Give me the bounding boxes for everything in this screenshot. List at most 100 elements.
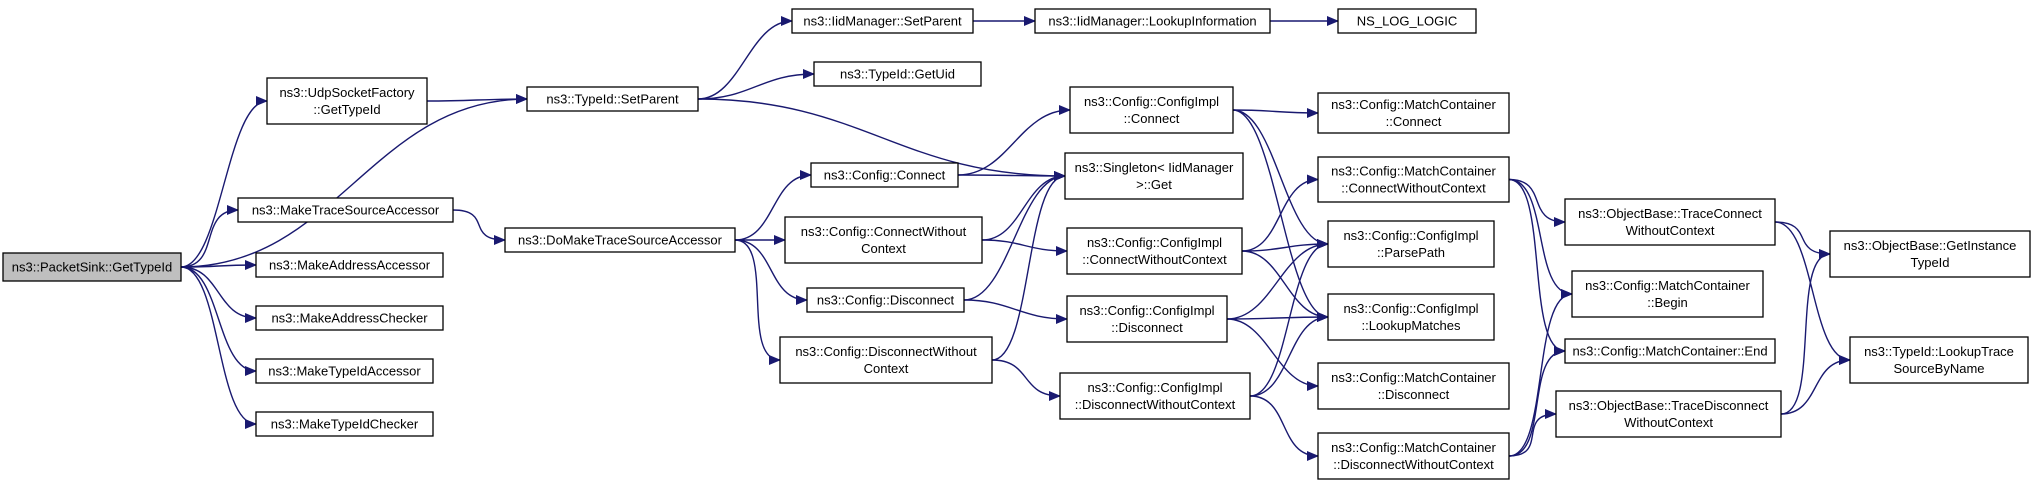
node-impldiscwo[interactable]: ns3::Config::ConfigImpl::DisconnectWitho… (1059, 372, 1251, 420)
edge-domktsa-to-cfgdiscwo (734, 239, 781, 365)
edge-impldisc-to-parsepath (1226, 239, 1329, 320)
node-label: ns3::Config::MatchContainer (1331, 164, 1496, 179)
node-singleton[interactable]: ns3::Singleton< IidManager>::Get (1064, 152, 1244, 200)
edge-mktsa-to-domktsa (452, 209, 506, 245)
edge-mcdiscwo-to-obtdwo (1508, 409, 1557, 457)
node-mcdisc[interactable]: ns3::Config::MatchContainer::Disconnect (1317, 362, 1510, 410)
node-label: SourceByName (1893, 361, 1984, 376)
edge-root-to-setparent (180, 94, 528, 268)
node-label: ns3::Singleton< IidManager (1075, 160, 1234, 175)
node-label: ns3::MakeTypeIdChecker (271, 417, 419, 432)
node-setparent[interactable]: ns3::TypeId::SetParent (526, 86, 699, 112)
edge-root-to-mktidchk (180, 266, 257, 429)
edge-root-to-mktidacc (180, 266, 257, 376)
edge-impldisc-to-lookupmatches (1226, 312, 1329, 323)
node-mktsa[interactable]: ns3::MakeTraceSourceAccessor (237, 197, 454, 223)
node-label: ns3::Config::Connect (824, 168, 946, 183)
node-iidsetparent[interactable]: ns3::IidManager::SetParent (791, 8, 974, 34)
node-cfgconnect[interactable]: ns3::Config::Connect (810, 162, 959, 188)
node-label: ::Begin (1647, 295, 1687, 310)
node-cfgconnwo[interactable]: ns3::Config::ConnectWithoutContext (784, 216, 983, 264)
node-label: ns3::PacketSink::GetTypeId (12, 260, 172, 275)
edge-cfgconnwo-to-singleton (981, 171, 1066, 241)
edge-mcconnwo-to-mcbegin (1508, 178, 1573, 299)
node-obtcwo[interactable]: ns3::ObjectBase::TraceConnectWithoutCont… (1564, 198, 1776, 246)
node-label: ::LookupMatches (1361, 318, 1461, 333)
node-label: ::Disconnect (1111, 320, 1183, 335)
edge-root-to-mkaddracc (180, 260, 257, 271)
node-domktsa[interactable]: ns3::DoMakeTraceSourceAccessor (504, 227, 736, 253)
node-label: ns3::MakeAddressAccessor (269, 258, 431, 273)
node-mkaddracc[interactable]: ns3::MakeAddressAccessor (255, 252, 444, 278)
node-mcbegin[interactable]: ns3::Config::MatchContainer::Begin (1571, 270, 1764, 318)
node-label: ::ParsePath (1377, 245, 1445, 260)
node-implconnwo[interactable]: ns3::Config::ConfigImpl::ConnectWithoutC… (1066, 227, 1243, 275)
node-label: ns3::Config::ConfigImpl (1343, 228, 1478, 243)
edge-domktsa-to-cfgconnect (734, 170, 812, 241)
edge-impldisc-to-mcdisc (1226, 318, 1319, 391)
node-label: ns3::Config::MatchContainer (1585, 278, 1750, 293)
node-label: ns3::ObjectBase::TraceDisconnect (1569, 398, 1769, 413)
node-label: ::Connect (1124, 111, 1180, 126)
edge-root-to-udp (180, 96, 268, 268)
node-mcconnect[interactable]: ns3::Config::MatchContainer::Connect (1317, 92, 1510, 134)
node-getuid[interactable]: ns3::TypeId::GetUid (813, 61, 982, 87)
node-mcconnwo[interactable]: ns3::Config::MatchContainer::ConnectWith… (1317, 156, 1510, 203)
node-label: ::ConnectWithoutContext (1341, 181, 1486, 196)
node-udp[interactable]: ns3::UdpSocketFactory::GetTypeId (266, 77, 428, 125)
node-impldisc[interactable]: ns3::Config::ConfigImpl::Disconnect (1066, 295, 1228, 343)
edge-implconnwo-to-lookupmatches (1241, 250, 1329, 322)
edge-setparent-to-singleton (697, 98, 1066, 181)
node-nslog[interactable]: NS_LOG_LOGIC (1337, 8, 1477, 34)
edge-setparent-to-iidsetparent (697, 16, 793, 100)
edge-domktsa-to-cfgdisc (734, 239, 808, 305)
node-label: ns3::Config::ConfigImpl (1079, 303, 1214, 318)
node-cfgdiscwo[interactable]: ns3::Config::DisconnectWithoutContext (779, 336, 993, 384)
node-mkaddrchk[interactable]: ns3::MakeAddressChecker (255, 305, 444, 331)
edge-cfgdisc-to-impldisc (963, 299, 1068, 324)
node-label: ::Disconnect (1378, 387, 1450, 402)
node-mktidchk[interactable]: ns3::MakeTypeIdChecker (255, 411, 434, 437)
edge-impldiscwo-to-mcdiscwo (1249, 395, 1319, 461)
node-label: NS_LOG_LOGIC (1357, 14, 1457, 29)
node-label: ::ConnectWithoutContext (1082, 252, 1227, 267)
edge-mcconnwo-to-mcend (1508, 178, 1566, 356)
node-implconnect[interactable]: ns3::Config::ConfigImpl::Connect (1069, 86, 1234, 134)
edge-root-to-mktsa (180, 205, 239, 268)
edges (180, 16, 1851, 461)
edge-impldiscwo-to-parsepath (1249, 239, 1329, 397)
node-label: ns3::Config::DisconnectWithout (795, 344, 977, 359)
node-obtdwo[interactable]: ns3::ObjectBase::TraceDisconnectWithoutC… (1555, 390, 1782, 438)
edge-implconnwo-to-mcconnwo (1241, 174, 1319, 252)
node-label: ns3::Config::MatchContainer (1331, 370, 1496, 385)
node-lookupinfo[interactable]: ns3::IidManager::LookupInformation (1034, 8, 1271, 34)
edge-obtcwo-to-getinst (1774, 221, 1831, 259)
edge-udp-to-setparent (426, 94, 528, 105)
edge-root-to-mkaddrchk (180, 266, 257, 323)
edge-obtcwo-to-lookuptrace (1774, 221, 1851, 365)
node-label: WithoutContext (1626, 223, 1715, 238)
node-mcend[interactable]: ns3::Config::MatchContainer::End (1564, 338, 1776, 364)
node-parsepath[interactable]: ns3::Config::ConfigImpl::ParsePath (1327, 220, 1495, 268)
node-label: ns3::MakeTypeIdAccessor (268, 364, 421, 379)
node-cfgdisc[interactable]: ns3::Config::Disconnect (806, 287, 965, 313)
edge-cfgconnwo-to-implconnwo (981, 239, 1068, 256)
node-label: Context (861, 241, 906, 256)
edge-obtdwo-to-getinst (1780, 249, 1831, 415)
node-label: ns3::Config::MatchContainer (1331, 440, 1496, 455)
node-label: ns3::Config::ConfigImpl (1087, 235, 1222, 250)
node-label: ns3::TypeId::SetParent (546, 92, 679, 107)
node-root[interactable]: ns3::PacketSink::GetTypeId (2, 252, 182, 282)
node-mktidacc[interactable]: ns3::MakeTypeIdAccessor (255, 358, 434, 384)
edge-mcdiscwo-to-mcend (1508, 346, 1566, 457)
node-label: ns3::Config::MatchContainer::End (1572, 344, 1767, 359)
node-label: TypeId (1910, 255, 1949, 270)
nodes: ns3::PacketSink::GetTypeId ns3::UdpSocket… (2, 8, 2031, 480)
node-lookupmatches[interactable]: ns3::Config::ConfigImpl::LookupMatches (1327, 293, 1495, 341)
node-label: ns3::Config::ConfigImpl (1343, 301, 1478, 316)
edge-cfgdisc-to-singleton (963, 171, 1066, 301)
node-mcdiscwo[interactable]: ns3::Config::MatchContainer::DisconnectW… (1317, 432, 1510, 480)
